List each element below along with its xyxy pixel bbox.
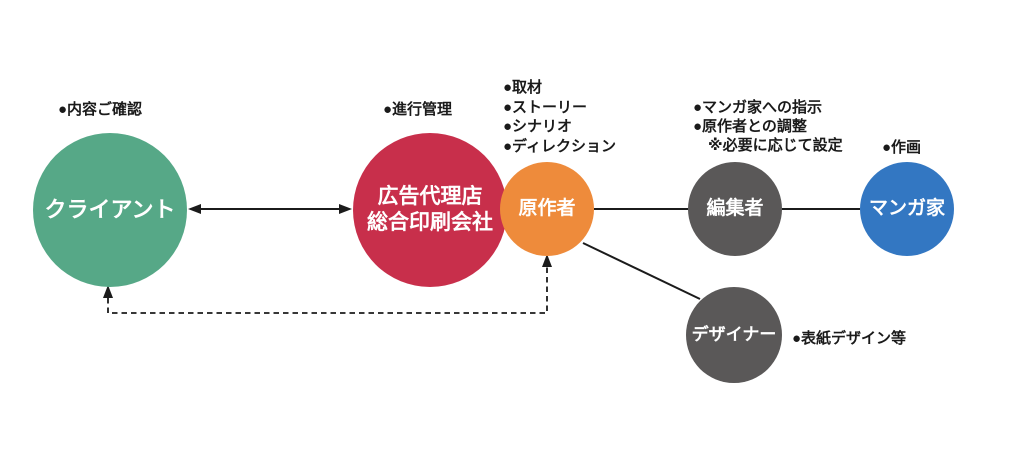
node-manga-artist-label: マンガ家 — [868, 198, 945, 220]
annotation-line: ●シナリオ — [503, 118, 573, 135]
node-client-label: クライアント — [44, 197, 176, 223]
annotation-line: ●原作者との調整 — [693, 118, 807, 135]
annotation-line: ●ディレクション — [503, 137, 617, 155]
annotation-line: ●進行管理 — [383, 101, 453, 118]
annotation-line: ●マンガ家への指示 — [693, 99, 823, 116]
arrowhead-agency-side — [339, 204, 352, 214]
annotation-line: ●ストーリー — [503, 98, 588, 116]
annotation-editor: ●マンガ家への指示 ●原作者との調整 ※必要に応じて設定 — [693, 98, 843, 155]
feedback-arrowhead-client — [103, 285, 113, 298]
annotation-line: ●内容ご確認 — [58, 101, 143, 118]
node-designer: デザイナー — [686, 287, 782, 383]
connector-author-designer — [582, 242, 701, 300]
node-agency: 広告代理店 総合印刷会社 — [353, 133, 507, 287]
feedback-dashed-path — [107, 267, 548, 314]
node-manga-artist: マンガ家 — [860, 162, 954, 256]
node-editor-label: 編集者 — [706, 198, 764, 220]
node-agency-label-line2: 総合印刷会社 — [367, 211, 493, 234]
node-client: クライアント — [33, 133, 187, 287]
annotation-designer: ●表紙デザイン等 — [792, 329, 906, 349]
annotation-manga-artist: ●作画 — [882, 138, 921, 158]
annotation-line: ●表紙デザイン等 — [792, 330, 907, 347]
node-author-label: 原作者 — [518, 198, 576, 220]
annotation-agency: ●進行管理 — [383, 100, 452, 120]
arrowhead-client-side — [188, 204, 201, 214]
node-author: 原作者 — [500, 162, 594, 256]
feedback-arrowhead-author — [542, 254, 552, 267]
node-designer-label: デザイナー — [691, 325, 777, 345]
annotation-line: ●作画 — [882, 139, 922, 156]
annotation-client: ●内容ご確認 — [58, 100, 142, 120]
node-agency-label-line1: 広告代理店 — [377, 184, 483, 208]
annotation-line: ●取材 — [503, 79, 543, 96]
annotation-line: ※必要に応じて設定 — [708, 137, 843, 154]
node-editor: 編集者 — [688, 162, 782, 256]
annotation-author: ●取材 ●ストーリー ●シナリオ ●ディレクション — [503, 78, 616, 156]
